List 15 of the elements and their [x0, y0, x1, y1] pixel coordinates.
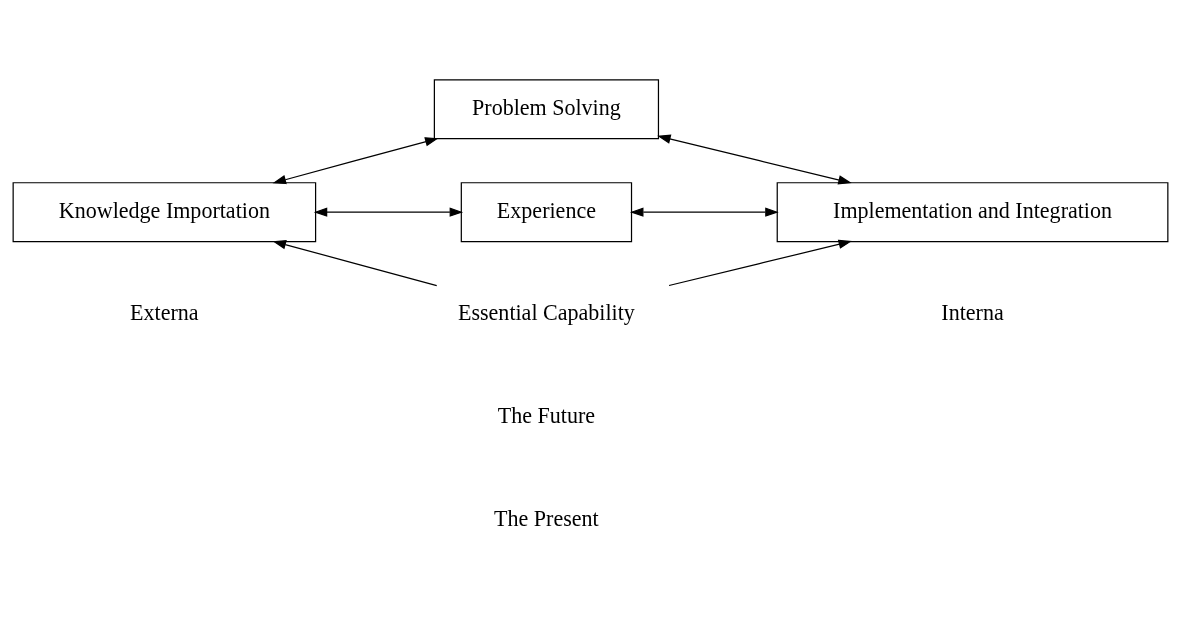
arrow — [272, 240, 438, 287]
node-text: Essential Capability — [458, 300, 635, 326]
arrow — [657, 134, 852, 185]
label: Externa — [130, 300, 199, 326]
node-box: Problem Solving — [433, 79, 660, 140]
node-box: Implementation and Integration — [776, 182, 1169, 243]
label: The Future — [497, 403, 596, 429]
label: Interna — [941, 300, 1004, 326]
label: The Present — [494, 506, 599, 532]
arrow — [630, 207, 779, 217]
arrow — [272, 137, 439, 185]
node-box: Knowledge Importation — [12, 182, 317, 243]
arrow — [313, 207, 464, 217]
node-box: Experience — [460, 182, 633, 243]
arrow — [668, 239, 853, 287]
